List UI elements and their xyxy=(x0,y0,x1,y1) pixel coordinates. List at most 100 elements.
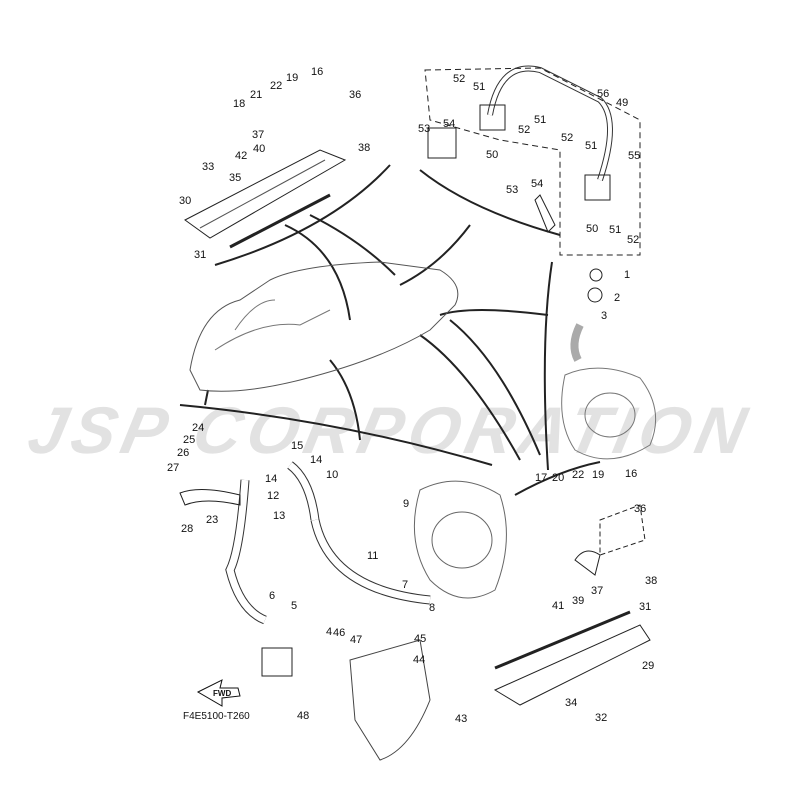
callout-52: 52 xyxy=(561,132,573,144)
callout-29: 29 xyxy=(642,660,654,672)
pump-housing xyxy=(561,367,657,460)
callout-51: 51 xyxy=(609,224,621,236)
rod-31b xyxy=(494,610,631,670)
divider-top-right xyxy=(419,169,561,236)
callout-22: 22 xyxy=(270,80,282,92)
callout-31: 31 xyxy=(639,601,651,613)
callout-52: 52 xyxy=(627,234,639,246)
callout-11: 11 xyxy=(367,550,378,562)
callout-19: 19 xyxy=(286,72,298,84)
callout-14: 14 xyxy=(265,473,277,485)
callout-2: 2 xyxy=(614,292,620,304)
leader-arrow xyxy=(419,334,521,461)
grab-handle-49 xyxy=(487,65,613,181)
box-4 xyxy=(261,647,293,677)
callout-44: 44 xyxy=(413,654,425,666)
callout-51: 51 xyxy=(473,81,485,93)
callout-51: 51 xyxy=(585,140,597,152)
block-left xyxy=(479,104,506,131)
callout-41: 41 xyxy=(552,600,564,612)
callout-14: 14 xyxy=(310,454,322,466)
callout-43: 43 xyxy=(455,713,467,725)
callout-9: 9 xyxy=(403,498,409,510)
callout-51: 51 xyxy=(534,114,546,126)
callout-16: 16 xyxy=(311,66,323,78)
leader-arrow xyxy=(329,359,361,441)
callout-5: 5 xyxy=(291,600,297,612)
callout-48: 48 xyxy=(297,710,309,722)
divider-mid-right xyxy=(514,461,601,496)
leader-arrow xyxy=(204,389,209,406)
callout-56: 56 xyxy=(597,88,609,100)
dashed-group xyxy=(424,67,641,256)
callout-13: 13 xyxy=(273,510,285,522)
callout-26: 26 xyxy=(177,447,189,459)
callout-3: 3 xyxy=(601,310,607,322)
callout-10: 10 xyxy=(326,469,338,481)
cover-45 xyxy=(349,639,431,761)
callout-28: 28 xyxy=(181,523,193,535)
watercraft-hull xyxy=(189,261,459,392)
pump-housing-lower xyxy=(413,480,507,599)
divider-top-left xyxy=(214,164,391,266)
fwd-label: FWD xyxy=(213,689,231,698)
callout-24: 24 xyxy=(192,422,204,434)
callout-6: 6 xyxy=(269,590,275,602)
group-36 xyxy=(599,504,646,556)
callout-37: 37 xyxy=(252,129,264,141)
callout-54: 54 xyxy=(443,118,455,130)
callout-19: 19 xyxy=(592,469,604,481)
callout-8: 8 xyxy=(429,602,435,614)
grille-30 xyxy=(184,149,347,239)
callout-1: 1 xyxy=(624,269,630,281)
callout-4: 4 xyxy=(326,626,332,638)
callout-52: 52 xyxy=(453,73,465,85)
callout-49: 49 xyxy=(616,97,628,109)
leader-arrow xyxy=(399,224,471,286)
callout-42: 42 xyxy=(235,150,247,162)
rod-31 xyxy=(229,193,331,249)
callout-17: 17 xyxy=(535,472,547,484)
callout-25: 25 xyxy=(183,434,195,446)
callout-46: 46 xyxy=(333,627,345,639)
bracket-23 xyxy=(179,489,241,506)
part-37 xyxy=(574,550,601,576)
plate-53 xyxy=(427,127,457,159)
callout-33: 33 xyxy=(202,161,214,173)
callout-22: 22 xyxy=(572,469,584,481)
callout-12: 12 xyxy=(267,490,279,502)
divider-right xyxy=(543,261,553,471)
callout-38: 38 xyxy=(645,575,657,587)
callout-37: 37 xyxy=(591,585,603,597)
diagram-code: F4E5100-T260 xyxy=(183,711,250,722)
callout-53: 53 xyxy=(418,123,430,135)
divider-mid-left xyxy=(179,404,493,466)
fwd-arrow-icon: FWD xyxy=(196,679,241,707)
callout-20: 20 xyxy=(552,472,564,484)
callout-38: 38 xyxy=(358,142,370,154)
callout-39: 39 xyxy=(572,595,584,607)
callout-40: 40 xyxy=(253,143,265,155)
callout-53: 53 xyxy=(506,184,518,196)
block-right xyxy=(584,174,611,201)
callout-7: 7 xyxy=(402,579,408,591)
callout-27: 27 xyxy=(167,462,179,474)
callout-47: 47 xyxy=(350,634,362,646)
callout-35: 35 xyxy=(229,172,241,184)
callout-23: 23 xyxy=(206,514,218,526)
callout-54: 54 xyxy=(531,178,543,190)
callout-45: 45 xyxy=(414,633,426,645)
callout-36: 36 xyxy=(634,503,646,515)
callout-50: 50 xyxy=(586,223,598,235)
plate-53b xyxy=(534,194,556,233)
callout-36: 36 xyxy=(349,89,361,101)
leader-arrow xyxy=(309,214,396,276)
grille-29 xyxy=(493,624,651,706)
callout-32: 32 xyxy=(595,712,607,724)
callout-31: 31 xyxy=(194,249,206,261)
callout-16: 16 xyxy=(625,468,637,480)
callout-34: 34 xyxy=(565,697,577,709)
